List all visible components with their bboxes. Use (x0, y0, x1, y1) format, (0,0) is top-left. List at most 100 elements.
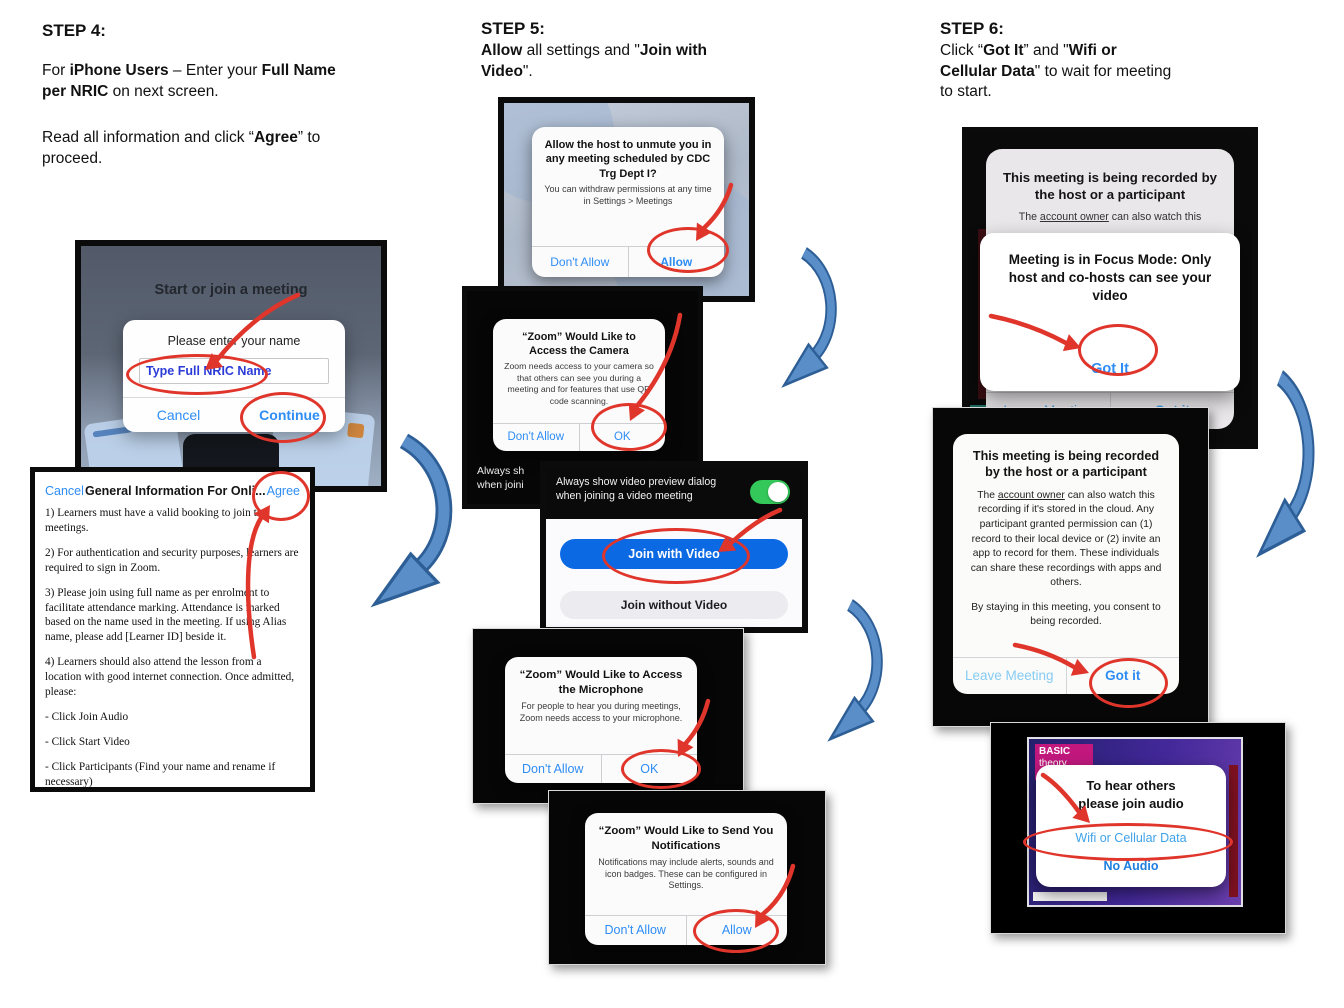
red-circle-annotation (621, 749, 701, 789)
text-run: – Enter your (168, 61, 262, 79)
red-arrow-annotation (628, 312, 683, 421)
text-run: Click “ (940, 41, 984, 59)
text-run: when joini (477, 478, 524, 491)
dialog-title: “Zoom” Would Like to Send You Notificati… (598, 825, 774, 852)
text-run: iPhone Users (69, 61, 169, 79)
text-run: Full Name per NRIC (42, 61, 336, 100)
text-run: ” to proceed. (42, 129, 321, 168)
dont-allow-button[interactable]: Don't Allow (507, 431, 565, 443)
red-circle-annotation (1089, 658, 1168, 708)
text-run: Read all information and click “ (42, 129, 254, 147)
red-arrow-annotation (245, 505, 270, 660)
account-owner-link[interactable]: account owner (997, 489, 1065, 501)
red-arrow-annotation (718, 507, 783, 552)
text-run: To hear others (1086, 778, 1176, 793)
red-circle-annotation (647, 227, 729, 273)
text-run: Wifi or Cellular Data (940, 41, 1117, 80)
info-paragraph: 3) Please join using full name as per en… (45, 586, 287, 644)
blue-curved-arrow-icon (1256, 370, 1315, 558)
dialog-body: The account owner can also watch this re… (953, 489, 1179, 591)
text-run: Always sh (477, 464, 525, 477)
step4-heading: STEP 4: (42, 21, 106, 40)
text-run: " to wait for meeting to start. (940, 62, 1172, 101)
dialog-body: The account owner can also watch this (986, 211, 1234, 223)
cancel-button[interactable]: Cancel (156, 407, 201, 423)
step4-instructions: STEP 4: For iPhone Users – Enter your Fu… (42, 20, 352, 176)
red-circle-annotation (693, 909, 779, 953)
consent-text: By staying in this meeting, you consent … (971, 601, 1161, 628)
leave-meeting-button[interactable]: Leave Meeting (964, 668, 1054, 683)
step5-heading: STEP 5: (481, 19, 545, 38)
text-run: on next screen. (108, 82, 219, 100)
step6-heading: STEP 6: (940, 19, 1004, 38)
text-run: all settings and " (522, 41, 640, 59)
info-paragraph: - Click Participants (Find your name and… (45, 760, 276, 788)
blue-curved-arrow-icon (781, 247, 837, 388)
cutoff-toggle-label: Always sh when joini (477, 464, 524, 492)
slide-scrollbar (1229, 765, 1238, 897)
badge-line: theory (1039, 758, 1067, 769)
dialog-title: Allow the host to unmute you in any meet… (544, 139, 712, 180)
dialog-body: Zoom needs access to your camera so that… (504, 361, 654, 406)
info-paragraph: - Click Start Video (45, 735, 130, 748)
info-paragraph: 1) Learners must have a valid booking to… (45, 507, 268, 534)
step6-instructions: STEP 6: Click “Got It” and "Wifi or Cell… (940, 18, 1175, 109)
blue-curved-arrow-icon (370, 433, 453, 608)
red-circle-annotation (126, 354, 268, 395)
sheet-title: General Information For Onli... (84, 484, 266, 498)
dialog-title: “Zoom” Would Like to Access the Micropho… (519, 669, 683, 696)
red-circle-annotation (1023, 823, 1233, 861)
toggle-label: Always show video preview dialog when jo… (556, 476, 717, 502)
step4-para1: For iPhone Users – Enter your Full Name … (42, 61, 352, 103)
text-run: please join audio (1078, 795, 1184, 811)
step5-instructions: STEP 5: Allow all settings and "Join wit… (481, 18, 721, 88)
text-run: Join with Video (481, 41, 708, 80)
badge-line: BASIC (1039, 746, 1071, 757)
dialog-title: This meeting is being recorded by the ho… (1003, 170, 1217, 203)
red-arrow-annotation (755, 863, 796, 928)
screenshot-focus-mode: This meeting is being recorded by the ho… (962, 127, 1258, 449)
red-circle-annotation (252, 471, 310, 521)
red-circle-annotation (240, 392, 326, 443)
cancel-button[interactable]: Cancel (45, 484, 84, 498)
welcome-title: Start or join a meeting (154, 282, 308, 298)
dialog-body: You can withdraw permissions at any time… (544, 183, 712, 206)
join-without-video-button[interactable]: Join without Video (560, 591, 788, 619)
red-circle-annotation (1078, 324, 1158, 376)
text-run: The (1018, 211, 1040, 224)
screenshot-recording-consent: This meeting is being recorded by the ho… (932, 407, 1209, 727)
red-arrow-annotation (988, 313, 1081, 352)
video-preview-toggle[interactable] (750, 480, 790, 504)
red-circle-annotation (602, 528, 750, 584)
dont-allow-button[interactable]: Don't Allow (522, 762, 584, 776)
dialog-title: Meeting is in Focus Mode: Only host and … (1008, 252, 1212, 304)
dont-allow-button[interactable]: Don't Allow (604, 923, 666, 937)
text-run: For (42, 61, 70, 79)
step4-para2: Read all information and click “Agree” t… (42, 128, 352, 170)
red-arrow-annotation (1012, 642, 1089, 676)
text-run: ” and " (1023, 41, 1069, 59)
info-paragraph: - Click Join Audio (45, 710, 129, 723)
step5-para1: Allow all settings and "Join with Video"… (481, 41, 721, 83)
text-run: Got It (983, 41, 1024, 59)
toggle-knob (768, 482, 788, 502)
text-run: can also watch this recording if it's st… (970, 489, 1162, 589)
info-paragraph: 2) For authentication and security purpo… (45, 546, 299, 574)
blue-curved-arrow-icon (827, 599, 883, 742)
no-audio-button[interactable]: No Audio (1103, 859, 1159, 873)
text-run: Agree (253, 129, 298, 147)
video-preview-bar: Always show video preview dialog when jo… (546, 467, 802, 519)
info-paragraph: 4) Learners should also attend the lesso… (45, 656, 295, 699)
info-paragraphs: 1) Learners must have a valid booking to… (35, 502, 310, 788)
dialog-title: “Zoom” Would Like to Access the Camera (522, 331, 636, 358)
red-arrow-annotation (696, 182, 734, 241)
red-arrow-annotation (677, 698, 711, 757)
account-owner-link[interactable]: account owner (1039, 211, 1109, 224)
dialog-body: Notifications may include alerts, sounds… (598, 856, 774, 891)
dialog-title: To hear others please join audio (1036, 765, 1226, 812)
dialog-body: For people to hear you during meetings, … (519, 700, 683, 723)
dont-allow-button[interactable]: Don't Allow (550, 255, 610, 269)
text-run: The (977, 489, 998, 501)
text-run: ". (522, 62, 533, 80)
